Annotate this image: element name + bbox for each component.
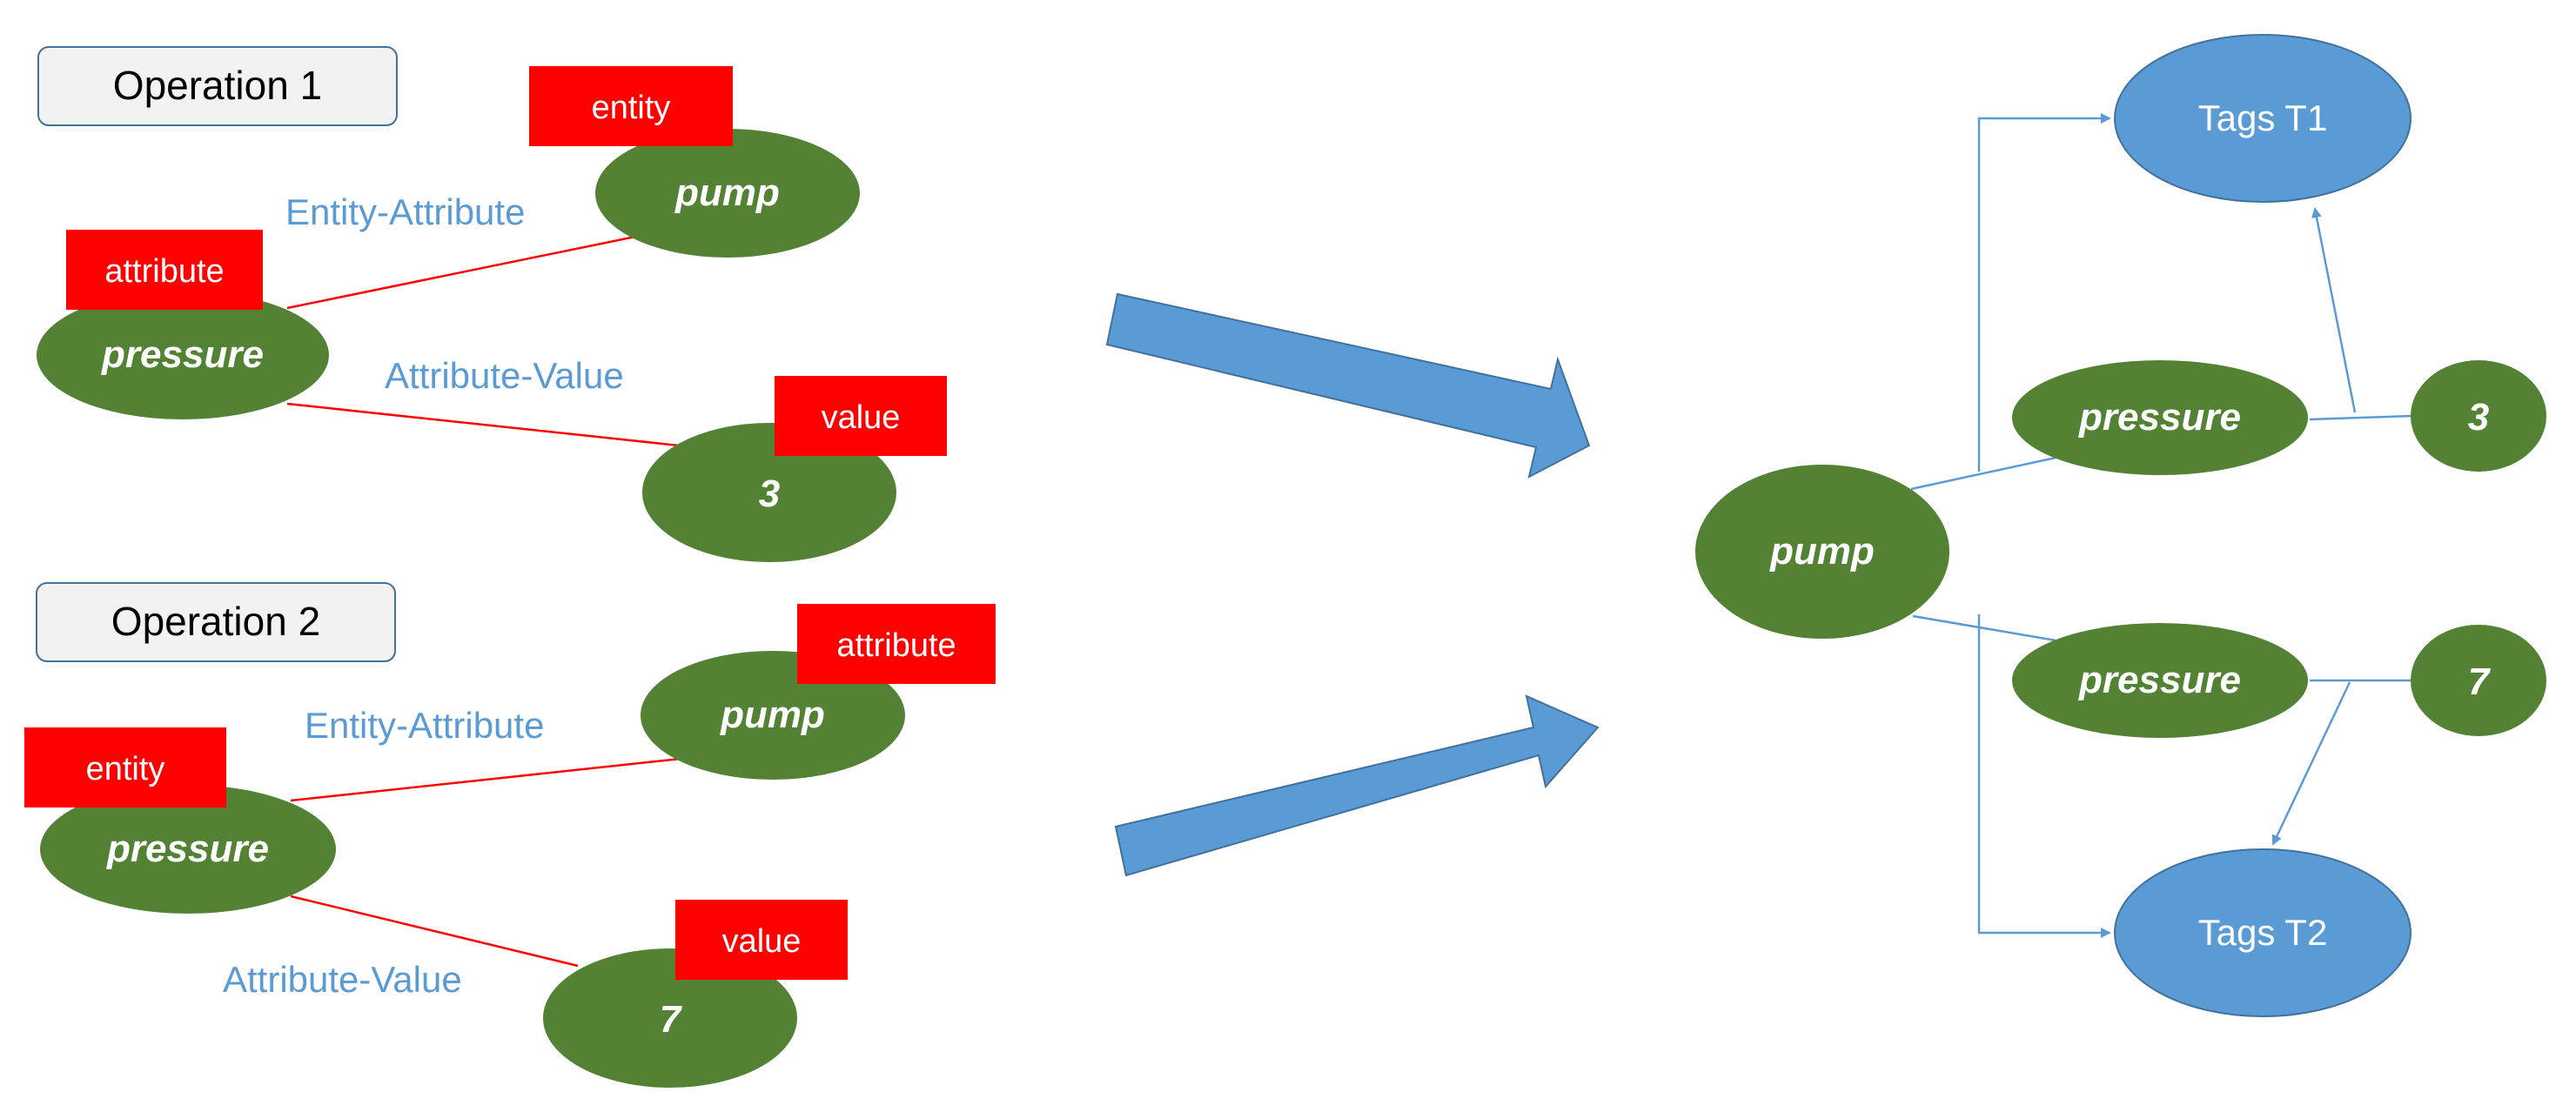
result-value3-label: 3	[2468, 396, 2489, 439]
result-pressure1-label: pressure	[2078, 396, 2241, 439]
operation-1-box	[37, 46, 398, 126]
op1-pressure-node	[37, 291, 329, 419]
op1-value-tag	[775, 376, 947, 456]
operation-1-title: Operation 1	[113, 63, 322, 108]
result-graph: Tags T1 Tags T2 pump pressure pressure 3…	[1695, 34, 2546, 1017]
result-value7-label: 7	[2468, 660, 2492, 703]
op1-pump-label: pump	[674, 171, 780, 214]
result-pump-label: pump	[1769, 530, 1875, 573]
operation-1-group: Operation 1 pump pressure 3 entity attri…	[37, 46, 947, 562]
operation-2-group: Operation 2 pump pressure 7 attribute en…	[24, 582, 996, 1088]
op1-attribute-tag-label: attribute	[104, 253, 224, 290]
result-tag2-label: Tags T2	[2198, 912, 2328, 953]
op2-attribute-value-relation: Attribute-Value	[223, 959, 462, 1000]
op1-attribute-tag	[66, 230, 263, 310]
op1-value-label: 3	[759, 472, 780, 515]
connector-value3-tag1	[2311, 207, 2357, 413]
op2-value-tag	[675, 900, 848, 980]
op1-value-tag-label: value	[822, 399, 901, 436]
operation-2-title: Operation 2	[111, 599, 320, 644]
op1-entity-tag-label: entity	[592, 90, 671, 126]
op2-entity-attribute-relation: Entity-Attribute	[305, 705, 544, 746]
result-pressure2-node	[2012, 623, 2308, 738]
op2-pressure-label: pressure	[106, 828, 269, 870]
op2-value-tag-label: value	[722, 923, 802, 960]
op2-entity-attribute-line	[290, 757, 681, 802]
op1-attribute-value-relation: Attribute-Value	[385, 355, 624, 396]
op2-value-node	[543, 948, 797, 1088]
op1-entity-tag	[529, 66, 733, 146]
result-tag2-node	[2114, 848, 2412, 1017]
result-tag1-label: Tags T1	[2198, 97, 2328, 138]
op2-attribute-tag-label: attribute	[836, 627, 956, 664]
connector-pressure1-value3	[2309, 414, 2413, 421]
op2-pump-label: pump	[720, 694, 825, 736]
op1-value-node	[642, 423, 896, 562]
result-pressure2-label: pressure	[2078, 659, 2241, 701]
op1-entity-attribute-line	[286, 235, 636, 310]
result-pressure1-node	[2012, 360, 2308, 475]
op2-attribute-value-line	[290, 895, 579, 968]
result-value7-node	[2411, 625, 2546, 736]
op2-pressure-node	[40, 785, 336, 914]
op1-pump-node	[595, 129, 860, 258]
result-pump-node	[1695, 465, 1949, 639]
op2-entity-tag	[24, 727, 226, 807]
connector-value7-tag2	[2271, 681, 2351, 846]
connector-pump-pressure2	[1912, 614, 2056, 642]
op1-attribute-value-line	[286, 402, 680, 447]
op2-entity-tag-label: entity	[86, 751, 165, 787]
connector-elbow-tag1	[1977, 113, 2111, 472]
result-value3-node	[2411, 360, 2546, 472]
operation-2-box	[36, 582, 396, 662]
op1-pressure-label: pressure	[101, 333, 264, 376]
op2-attribute-tag	[797, 604, 996, 684]
merge-arrow-lower	[1114, 694, 1600, 877]
connector-elbow-tag2	[1977, 614, 2111, 938]
op2-value-label: 7	[660, 998, 683, 1041]
result-tag1-node	[2114, 34, 2412, 203]
merge-arrow-upper	[1105, 292, 1591, 479]
op1-entity-attribute-relation: Entity-Attribute	[285, 191, 525, 232]
connector-pump-pressure1	[1910, 456, 2056, 491]
